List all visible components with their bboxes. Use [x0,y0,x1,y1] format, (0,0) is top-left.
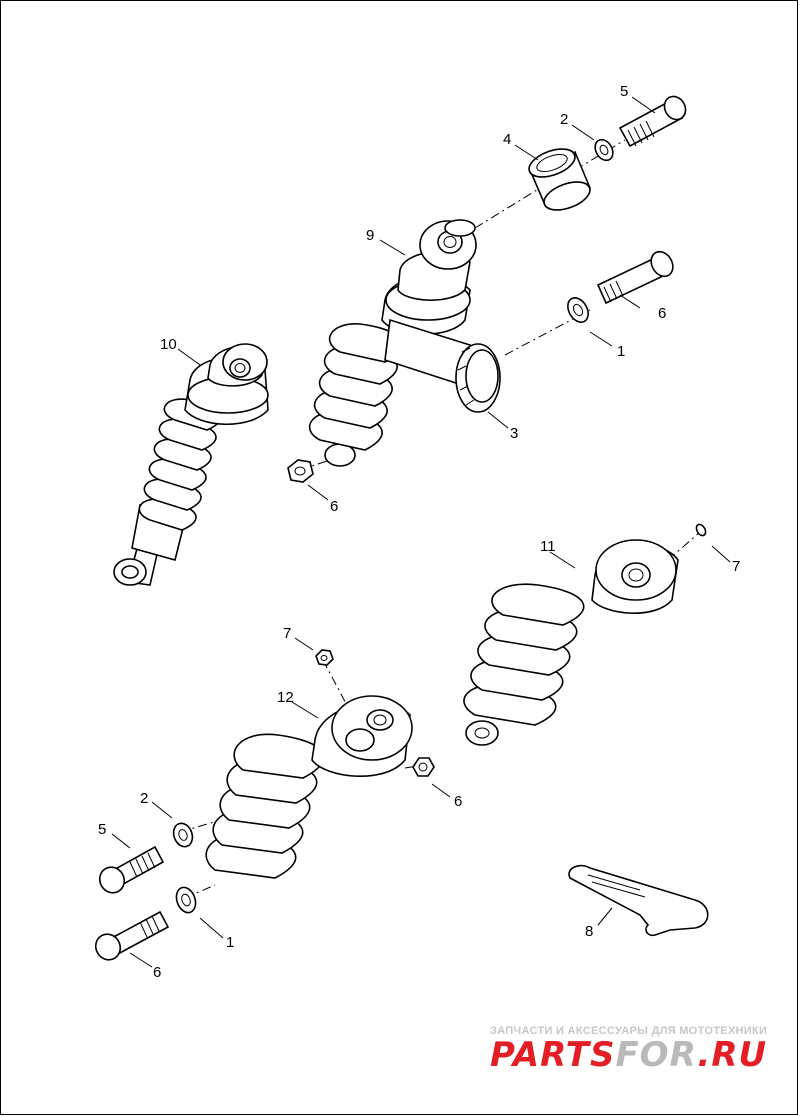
callout-6-top: 6 [658,305,666,322]
callout-8: 8 [585,923,593,940]
watermark: ЗАПЧАСТИ И АКСЕССУАРЫ ДЛЯ МОТОТЕХНИКИ PA… [490,1025,767,1075]
callout-2-top: 2 [560,111,568,128]
bolt-5-top-icon [618,95,687,148]
callout-10: 10 [160,336,177,353]
callout-7-right: 7 [732,558,740,575]
leader-lines [111,96,731,968]
washer-2-bottom-icon [172,822,194,848]
callout-labels: 5 2 4 9 6 1 10 3 6 11 7 7 12 6 2 5 1 6 8 [98,83,740,981]
callout-5-top: 5 [620,83,628,100]
shock-absorber-11-icon [463,539,679,746]
callout-12: 12 [277,689,294,706]
callout-4: 4 [503,131,511,148]
spanner-wrench-icon [568,864,709,937]
nut-6-center-icon [287,459,314,483]
callout-5-bottom: 5 [98,821,106,838]
spacer-icon [528,148,592,211]
callout-6-center: 6 [330,498,338,515]
watermark-logo-parts: PARTS [490,1035,615,1075]
callout-9: 9 [366,227,374,244]
callout-1-top: 1 [617,343,625,360]
callout-6-bottom: 6 [153,964,161,981]
nut-6-bottom-icon [412,757,435,777]
shock-absorber-10-icon [113,343,269,586]
watermark-logo: PARTSFOR.RU [490,1035,767,1075]
washer-1-bottom-icon [175,886,197,914]
callout-1-bottom: 1 [226,934,234,951]
callout-2-bottom: 2 [140,790,148,807]
washer-2-top-icon [594,138,614,162]
bolt-5-bottom-icon [98,845,165,894]
watermark-logo-for: FOR [615,1035,697,1075]
nut-7-bottom-icon [315,649,334,666]
nut-7-right-icon [695,523,707,537]
washer-1-top-icon [567,297,589,323]
watermark-tagline: ЗАПЧАСТИ И АКСЕССУАРЫ ДЛЯ МОТОТЕХНИКИ [490,1025,767,1037]
shock-absorber-12-icon [205,695,413,879]
callout-6-right: 6 [454,793,462,810]
watermark-logo-ru: .RU [697,1035,767,1075]
shock-absorber-9-icon [308,219,501,467]
callout-11: 11 [540,538,556,555]
bolt-6-bottom-icon [94,910,170,961]
callout-3: 3 [510,425,518,442]
callout-7-bottom: 7 [283,625,291,642]
preload-knob-icon [455,343,501,413]
bolt-6-top-icon [596,250,674,305]
